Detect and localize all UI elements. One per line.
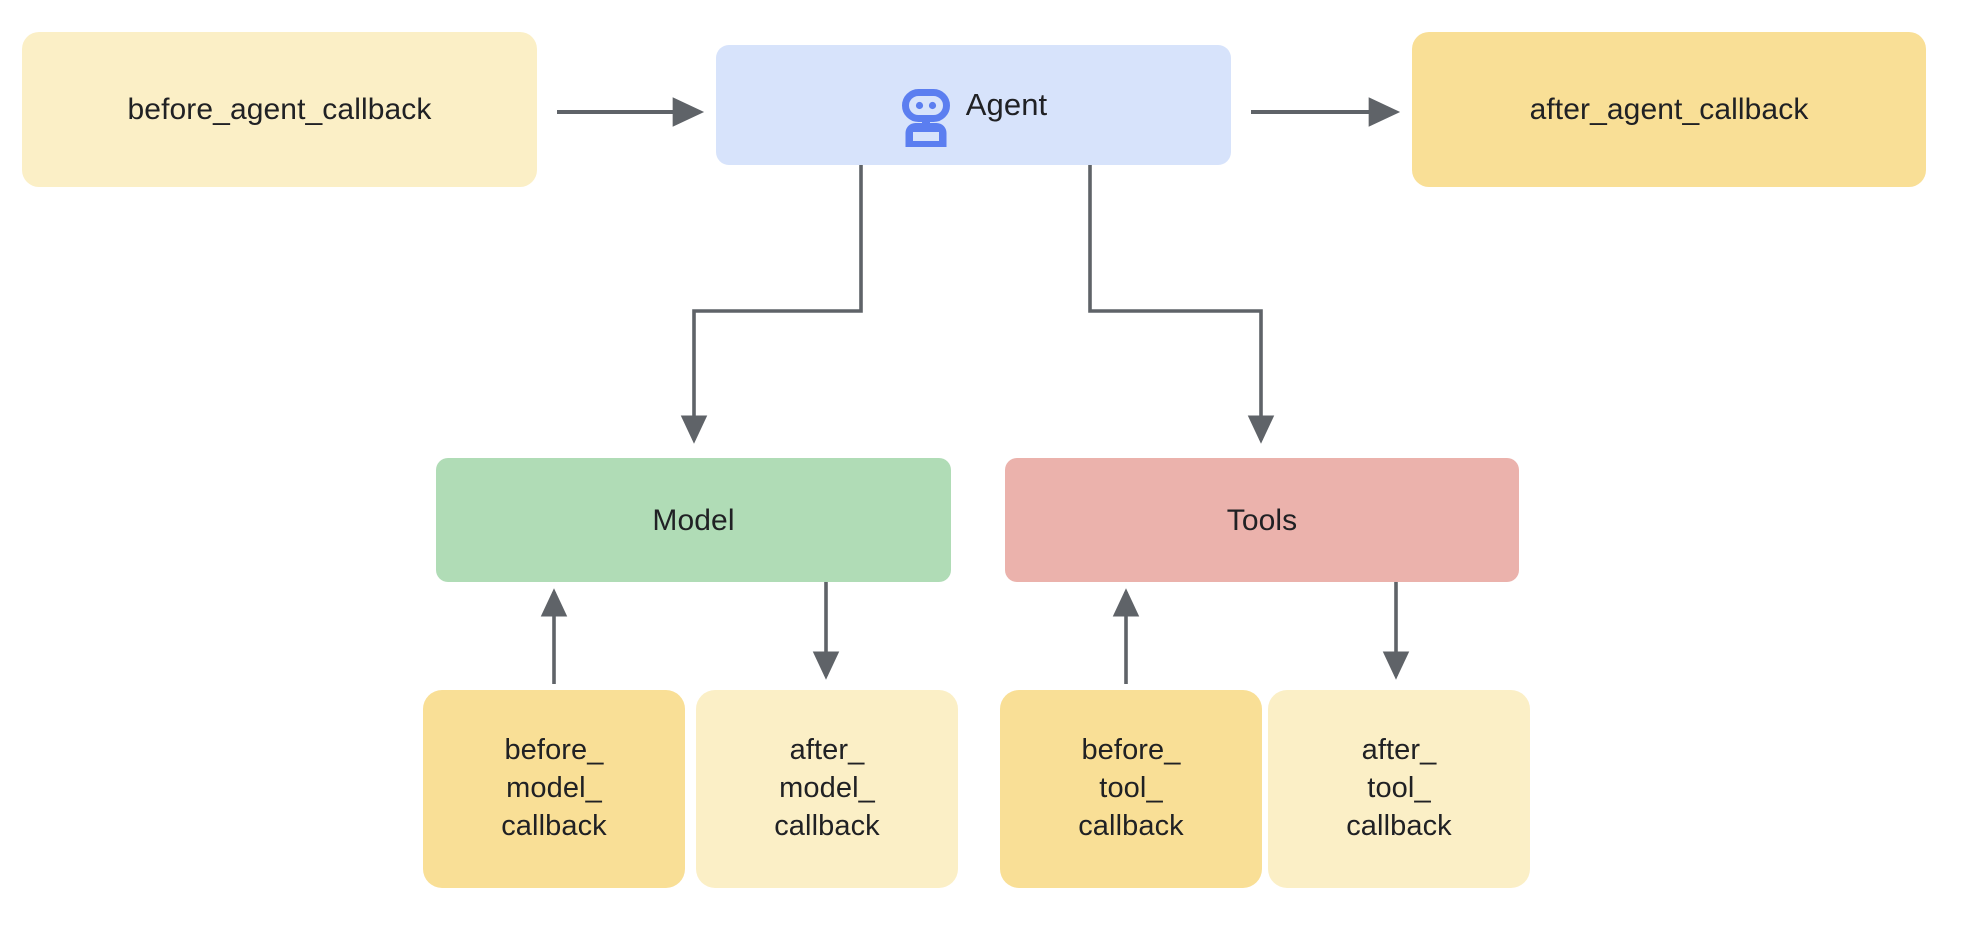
node-model[interactable]: Model: [436, 458, 951, 582]
node-before-model-callback[interactable]: before_ model_ callback: [423, 690, 685, 888]
node-before-model-callback-label: before_ model_ callback: [501, 734, 607, 842]
node-model-label: Model: [652, 503, 735, 537]
node-after-agent-callback-label: after_agent_callback: [1529, 93, 1809, 126]
edge-agent-to-model: [680, 165, 863, 444]
node-before-tool-callback[interactable]: before_ tool_ callback: [1000, 690, 1262, 888]
node-after-model-callback-label: after_ model_ callback: [774, 734, 880, 842]
node-before-agent-callback-label: before_agent_callback: [127, 93, 432, 126]
robot-icon: [900, 49, 952, 162]
node-tools-label: Tools: [1226, 503, 1298, 537]
edge-agent-to-tools: [1088, 165, 1275, 444]
node-after-tool-callback-label: after_ tool_ callback: [1346, 734, 1452, 842]
node-before-tool-callback-label: before_ tool_ callback: [1078, 734, 1184, 842]
node-before-agent-callback[interactable]: before_agent_callback: [22, 32, 537, 187]
node-agent[interactable]: Agent: [716, 45, 1231, 165]
node-after-model-callback[interactable]: after_ model_ callback: [696, 690, 958, 888]
node-tools[interactable]: Tools: [1005, 458, 1519, 582]
node-agent-label: Agent: [965, 86, 1048, 122]
node-after-tool-callback[interactable]: after_ tool_ callback: [1268, 690, 1530, 888]
node-after-agent-callback[interactable]: after_agent_callback: [1412, 32, 1926, 187]
